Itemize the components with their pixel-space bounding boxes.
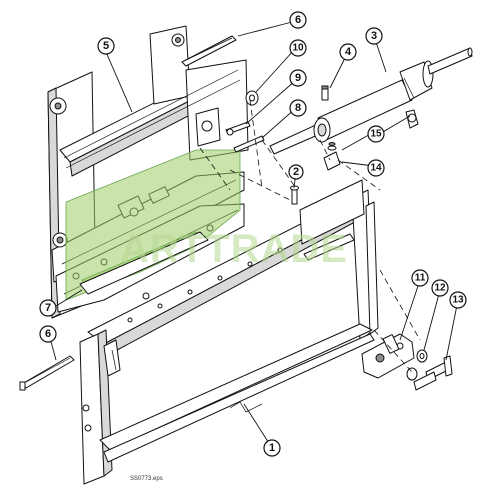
callout-10: 10 [289,39,307,57]
washer-10 [245,90,259,106]
callout-4: 4 [339,43,357,61]
svg-text:4: 4 [345,46,352,58]
svg-text:12: 12 [434,283,446,294]
svg-text:15: 15 [370,129,382,140]
bolt-13 [413,355,453,391]
fitting-15 [405,109,419,129]
svg-text:2: 2 [293,166,299,178]
callout-11: 11 [411,269,429,287]
main-carriage-frame-1 [79,179,379,485]
slide-rail-6-lower [19,355,75,391]
slide-rail-6-upper [181,35,237,67]
svg-text:13: 13 [452,295,464,306]
svg-text:7: 7 [45,302,51,314]
pin-9 [225,121,251,136]
pin-4 [321,85,329,101]
end-plate-11 [361,333,415,379]
callout-7: 7 [39,299,57,317]
callout-13: 13 [449,291,467,309]
svg-text:1: 1 [269,442,275,454]
elbow-fitting-14 [323,142,341,171]
callout-12: 12 [431,279,449,297]
callout-14: 14 [367,159,385,177]
callout-5: 5 [97,37,115,55]
svg-text:14: 14 [370,163,382,174]
upper-mount-bracket [195,107,221,147]
wear-strip-7 [79,231,209,295]
shaft-8 [233,135,265,153]
callout-2: 2 [288,164,304,180]
callout-1: 1 [263,439,281,457]
callout-6-lower: 6 [39,325,57,343]
svg-text:9: 9 [295,72,301,84]
callout-6-upper: 6 [289,11,307,29]
file-name-caption: SS0773.eps [130,476,163,482]
svg-text:5: 5 [103,40,109,52]
bolt-2 [290,185,299,205]
svg-text:3: 3 [371,30,377,42]
callout-15: 15 [367,125,385,143]
svg-text:6: 6 [295,14,301,26]
svg-text:6: 6 [45,328,51,340]
hydraulic-cylinder-3 [269,47,473,155]
svg-text:11: 11 [415,273,426,284]
svg-text:10: 10 [292,43,304,54]
svg-text:8: 8 [295,102,301,114]
watermark-text: ARTTRADE [120,227,348,271]
callout-8: 8 [289,99,307,117]
washer-12 [406,349,428,381]
assembly-lines [199,99,421,373]
callout-9: 9 [289,69,307,87]
callout-3: 3 [365,27,383,45]
